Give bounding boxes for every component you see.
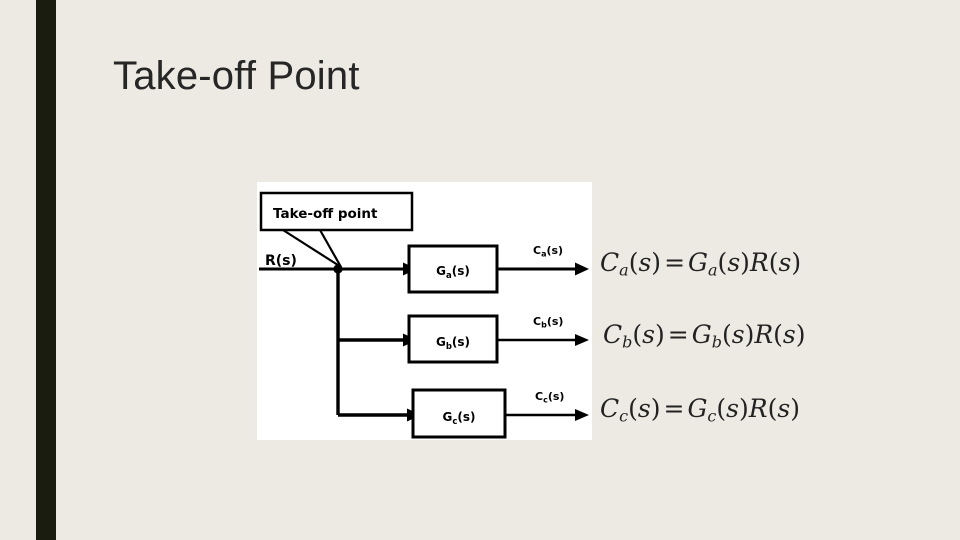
callout-label: Take-off point: [273, 206, 378, 222]
block-gc[interactable]: [411, 388, 507, 439]
callout-tail-left: [282, 229, 342, 268]
block-gc-label: Gc(s): [442, 410, 475, 427]
callout-tail-right: [319, 229, 342, 268]
takeoff-callout: Take-off point: [259, 191, 414, 268]
branch-row-c: Gc(s) Cc(s): [338, 388, 589, 439]
equation-ca: Ca(s)=Ga(s)R(s): [600, 248, 801, 279]
output-b-label: Cb(s): [533, 315, 563, 330]
input-signal-label: R(s): [265, 253, 297, 269]
branch-row-b: Gb(s) Cb(s): [338, 314, 589, 364]
equation-ca-text: Ca(s)=Ga(s)R(s): [600, 248, 802, 280]
page-title: Take-off Point: [113, 54, 360, 98]
output-c-label: Cc(s): [535, 390, 564, 405]
output-c-arrowhead: [575, 409, 589, 421]
left-accent-bar: [36, 0, 56, 540]
block-gb[interactable]: [407, 314, 499, 364]
equation-cc: Cc(s)=Gc(s)R(s): [600, 394, 800, 425]
block-gb-label: Gb(s): [436, 335, 470, 352]
output-a-label: Ca(s): [533, 244, 563, 259]
block-diagram-svg: Take-off point R(s) Ga(s) Ca(s): [259, 191, 589, 439]
equation-cb-text: Cb(s)=Gb(s)R(s): [603, 320, 806, 352]
output-b-arrowhead: [575, 334, 589, 346]
branch-row-a: Ga(s) Ca(s): [338, 244, 589, 294]
equation-cc-text: Cc(s)=Gc(s)R(s): [600, 394, 800, 426]
block-ga[interactable]: [407, 244, 499, 294]
output-a-arrowhead: [575, 262, 589, 276]
block-diagram-figure: Take-off point R(s) Ga(s) Ca(s): [257, 182, 592, 440]
equation-cb: Cb(s)=Gb(s)R(s): [603, 320, 806, 351]
callout-box: [259, 191, 414, 232]
block-ga-label: Ga(s): [436, 264, 470, 281]
